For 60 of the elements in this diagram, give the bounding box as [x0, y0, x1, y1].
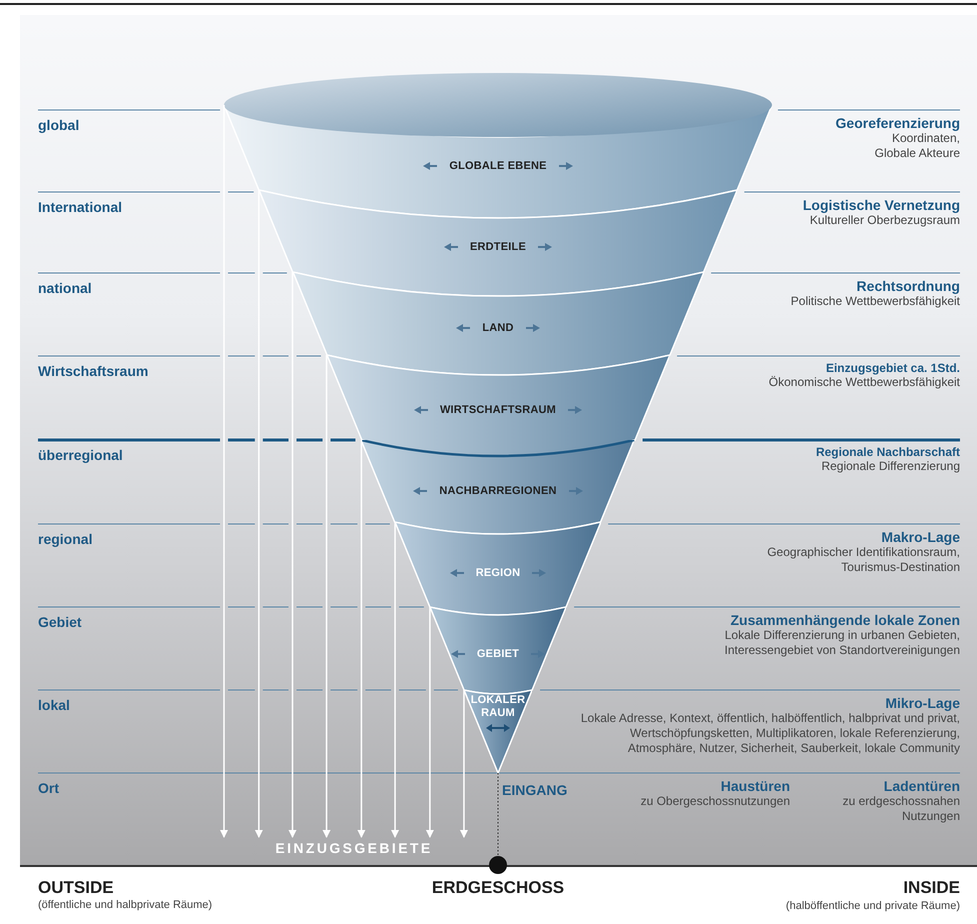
door-heading: Haustüren [720, 778, 790, 794]
arrow [460, 690, 468, 838]
band-label: ERDTEILE [470, 240, 526, 253]
arrow [391, 522, 400, 838]
level-label: Gebiet [38, 614, 82, 630]
arrow [288, 272, 296, 838]
level-label: International [38, 199, 122, 215]
funnel-band [326, 355, 670, 457]
level-label: Ort [38, 780, 59, 796]
level-heading: Makro-Lage [881, 529, 960, 545]
level-heading: Georeferenzierung [836, 115, 960, 131]
band-label: LOKALER RAUM [470, 694, 526, 720]
band-label: NACHBARREGIONEN [439, 484, 557, 497]
door-description: zu erdgeschossnahen Nutzungen [842, 794, 960, 824]
level-label: Wirtschaftsraum [38, 363, 148, 379]
level-heading: Regionale Nachbarschaft [816, 445, 960, 459]
level-heading: Einzugsgebiet ca. 1Std. [826, 361, 960, 375]
catchment-label: EINZUGSGEBIETE [215, 836, 473, 858]
band-label: LAND [482, 322, 514, 334]
level-heading: Mikro-Lage [885, 695, 960, 711]
funnel-band [395, 522, 601, 616]
level-label: regional [38, 531, 92, 547]
level-description: Geographischer Identifikationsraum, Tourismus-Destination [766, 545, 960, 575]
level-description: Regionale Differenzierung [821, 459, 960, 474]
level-heading: Zusammenhängende lokale Zonen [730, 612, 960, 628]
level-description: Ökonomische Wettbewerbsfähigkeit [768, 375, 960, 390]
funnel-band [258, 190, 738, 298]
band-label: REGION [476, 566, 520, 578]
arrow [322, 355, 331, 838]
level-label: lokal [38, 697, 70, 713]
side-heading: OUTSIDE [38, 878, 114, 898]
entrance-label: EINGANG [502, 782, 568, 798]
side-description: (öffentliche und halbprivate Räume) [38, 899, 212, 911]
arrow [357, 440, 366, 838]
arrow [220, 105, 228, 838]
level-label: überregional [38, 447, 123, 463]
level-heading: Logistische Vernetzung [802, 197, 960, 213]
funnel-band [292, 272, 704, 376]
band-label: GEBIET [476, 648, 520, 660]
level-label: national [38, 280, 92, 296]
funnel-band [464, 690, 532, 774]
arrow [254, 190, 263, 838]
funnel-band [361, 440, 635, 536]
ground-floor-dot [489, 856, 507, 874]
level-description: Koordinaten, Globale Akteure [874, 131, 960, 161]
level-description: Kultureller Oberbezugsraum [810, 213, 960, 228]
band-label: WIRTSCHAFTSRAUM [440, 404, 556, 416]
arrow [426, 607, 434, 838]
level-description: Lokale Adresse, Kontext, öffentlich, halböffentlich, halbprivat und privat, Wertschöpfungsketten, Multiplikatoren, lokale Referenzierung, Atmosphäre, Nutzer, Sicherheit, Sauberkeit, lokale Community [580, 711, 960, 756]
funnel-band [224, 73, 772, 219]
side-heading: INSIDE [903, 878, 960, 898]
floor-heading: ERDGESCHOSS [432, 878, 564, 897]
door-heading: Ladentüren [884, 778, 960, 794]
level-label: global [38, 117, 80, 133]
side-description: (halböffentliche und private Räume) [786, 900, 960, 912]
level-description: Lokale Differenzierung in urbanen Gebieten, Interessengebiet von Standortvereinigungen [724, 628, 960, 658]
band-label: GLOBALE EBENE [449, 160, 547, 172]
level-description: Politische Wettbewerbsfähigkeit [790, 294, 960, 309]
level-heading: Rechtsordnung [856, 278, 960, 294]
door-description: zu Obergeschossnutzungen [640, 794, 790, 809]
